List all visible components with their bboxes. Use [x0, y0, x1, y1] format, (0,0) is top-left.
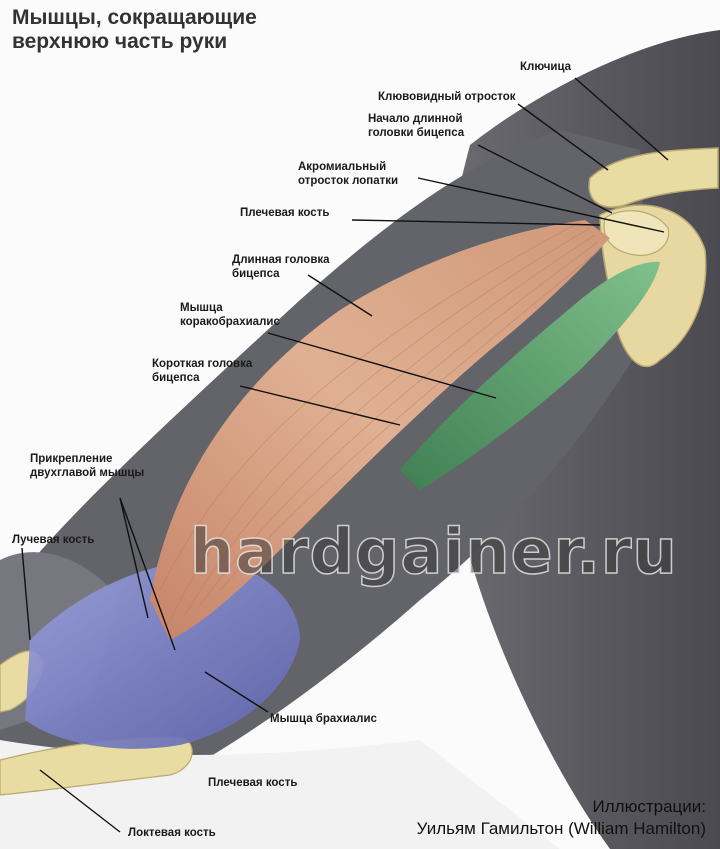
label-biceps-insertion-line-1: Прикрепление	[30, 453, 113, 465]
label-long-head: Длинная головка бицепса	[232, 253, 330, 281]
label-coracobrachialis: Мышца коракобрахиалис	[180, 301, 280, 329]
clavicle-bone	[588, 147, 719, 208]
illustration-credits: Иллюстрации: Уильям Гамильтон (William H…	[417, 796, 706, 840]
biceps-muscle	[150, 220, 610, 640]
label-short-head-line-1: Короткая головка	[152, 358, 253, 370]
label-short-head: Короткая головка бицепса	[152, 357, 252, 385]
brachialis-muscle	[25, 560, 300, 749]
title-line-2: верхнюю часть руки	[12, 30, 228, 53]
label-acromion: Акромиальный отросток лопатки	[298, 160, 398, 188]
label-long-head-origin: Начало длинной головки бицепса	[368, 112, 464, 140]
label-short-head-line-2: бицепса	[152, 372, 200, 384]
label-acromion-line-1: Акромиальный	[298, 161, 387, 173]
label-brachialis: Мышца брахиалис	[270, 713, 377, 725]
label-ulna: Локтевая кость	[128, 827, 216, 839]
label-long-head-origin-line-1: Начало длинной	[368, 113, 463, 125]
label-biceps-insertion-line-2: двухглавой мышцы	[30, 467, 145, 479]
label-acromion-line-2: отросток лопатки	[298, 175, 399, 187]
label-coracoid: Клювовидный отросток	[378, 91, 516, 103]
label-coracobrachialis-line-2: коракобрахиалис	[180, 316, 280, 328]
label-long-head-line-2: бицепса	[232, 268, 280, 280]
label-humerus-bottom: Плечевая кость	[208, 777, 298, 789]
elbow-bone	[0, 736, 193, 796]
muscle-fibers	[159, 221, 601, 621]
credits-line-1: Иллюстрации:	[592, 797, 706, 816]
label-coracobrachialis-line-1: Мышца	[180, 302, 223, 314]
label-long-head-origin-line-2: головки бицепса	[368, 127, 465, 139]
coracobrachialis-muscle	[400, 261, 660, 490]
label-long-head-line-1: Длинная головка	[232, 254, 330, 266]
label-biceps-insertion: Прикрепление двухглавой мышцы	[30, 452, 144, 480]
title-line-1: Мышцы, сокращающие	[12, 6, 257, 29]
credits-line-2: Уильям Гамильтон (William Hamilton)	[416, 819, 706, 838]
label-clavicle: Ключица	[520, 61, 572, 73]
label-humerus-top: Плечевая кость	[240, 207, 330, 219]
diagram-title: Мышцы, сокращающие верхнюю часть руки	[12, 6, 257, 54]
leader-lines	[21, 77, 669, 833]
watermark: hardgainer.ru	[189, 514, 678, 589]
label-radius: Лучевая кость	[12, 534, 95, 546]
